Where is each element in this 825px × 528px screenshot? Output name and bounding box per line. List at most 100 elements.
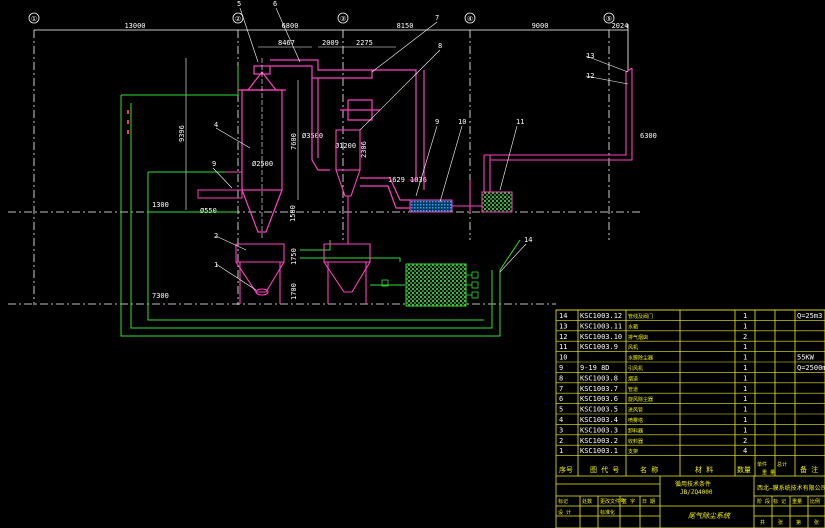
callout-5: 5: [237, 0, 241, 8]
bom-cell-qty: 1: [743, 322, 747, 330]
bom-cell-note: Q=2500m: [797, 364, 825, 372]
bom-cell-note: 55KW: [797, 354, 815, 362]
callout-6: 6: [273, 0, 277, 8]
bom-cell-code: KSC1003.1: [580, 447, 618, 455]
dim-7600: 7600: [290, 133, 298, 150]
dim-1300: 1300: [152, 201, 169, 209]
water-box: [481, 191, 513, 213]
bom-cell-no: 6: [559, 395, 563, 403]
bom-cell-code: KSC1003.5: [580, 406, 618, 414]
bom-cell-name: 引风机: [628, 365, 643, 372]
dim-2306: 2306: [360, 141, 368, 158]
bom-cell-name: 水箱: [628, 323, 638, 330]
bom-cell-no: 14: [559, 312, 567, 320]
dim-6800: 6800: [282, 22, 299, 30]
bom-cell-name: 风机: [628, 344, 638, 351]
bom-cell-no: 2: [559, 437, 563, 445]
bom-cell-name: 排气烟囱: [628, 334, 648, 341]
bom-cell-name: 管线及阀门: [628, 313, 653, 320]
grid-marker-2: ②: [235, 15, 241, 23]
dim-550: Ø550: [200, 207, 217, 215]
top-dimension-line: [34, 24, 629, 70]
bom-cell-name: 喷雾塔: [628, 417, 643, 424]
bom-cell-code: KSC1003.11: [580, 322, 622, 330]
title-sheet-3: 第: [796, 519, 801, 526]
grid-marker-4: ④: [467, 15, 473, 23]
dim-1700: 1700: [290, 283, 298, 300]
dim-9396: 9396: [178, 125, 186, 142]
cyclone: [335, 129, 361, 244]
bom-cell-no: 7: [559, 385, 563, 393]
title-row-label-5: 日 期: [642, 499, 655, 505]
callout-leaders: [212, 7, 629, 291]
callout-1: 1: [214, 261, 218, 269]
title-standard-1: 循用技术条件: [675, 480, 711, 488]
bom-cell-code: KSC1003.2: [580, 437, 618, 445]
bom-cell-no: 1: [559, 447, 563, 455]
callout-4: 4: [214, 121, 218, 129]
bom-cell-name: 进风管: [628, 407, 643, 414]
bom-cell-no: 5: [559, 406, 563, 414]
bom-header-no: 序号: [559, 465, 573, 474]
bom-cell-qty: 1: [743, 406, 747, 414]
bom-cell-name: 管道: [628, 386, 638, 393]
dim-1500: 1500: [289, 205, 297, 222]
title-row-label-1: 标记: [558, 498, 568, 505]
callout-12: 12: [586, 72, 594, 80]
bom-cell-code: KSC1003.7: [580, 385, 618, 393]
grid-marker-1: ①: [31, 15, 37, 23]
bom-cell-qty: 1: [743, 395, 747, 403]
bom-header-note: 备 注: [800, 465, 818, 474]
green-piping: [120, 66, 521, 337]
bom-cell-no: 13: [559, 322, 567, 330]
bom-cell-no: 3: [559, 426, 563, 434]
bom-cell-name: 卸料器: [628, 427, 643, 434]
collector-left: [235, 243, 285, 304]
callout-8: 8: [438, 42, 442, 50]
bom-cell-no: 9: [559, 364, 563, 372]
bom-cell-name: 支架: [628, 448, 638, 455]
callout-7: 7: [435, 14, 439, 22]
bom-cell-qty: 1: [743, 426, 747, 434]
bom-header-total: 总计: [777, 461, 787, 468]
collector-right: [323, 243, 371, 304]
bom-cell-code: KSC1003.6: [580, 395, 618, 403]
title-stage-3: 比例: [810, 498, 820, 505]
title-row-label-2: 处数: [582, 498, 592, 505]
dim-2024: 2024: [612, 22, 629, 30]
bom-cell-note: Q=25m3: [797, 312, 822, 320]
bom-cell-no: 11: [559, 343, 567, 351]
dim-2275: 2275: [356, 39, 373, 47]
title-row-label-4: 签 字: [622, 498, 635, 505]
dim-8467: 8467: [278, 39, 295, 47]
bom-cell-qty: 2: [743, 333, 747, 341]
callout-9: 9: [212, 160, 216, 168]
settling-tank: [405, 263, 467, 307]
bom-header-name: 名 称: [640, 465, 658, 474]
title-sheet-4: 张: [814, 519, 819, 526]
callout-14: 14: [524, 236, 532, 244]
bom-cell-no: 10: [559, 354, 567, 362]
dim-9000: 9000: [532, 22, 549, 30]
title-drawing-name: 尾气除尘系统: [688, 512, 731, 520]
title-sheet-1: 共: [760, 519, 765, 526]
dim-6300: 6300: [640, 132, 657, 140]
bom-cell-code: KSC1003.3: [580, 426, 618, 434]
callout-9b: 9: [435, 118, 439, 126]
scrubber-tank: [409, 199, 453, 213]
dim-2500: Ø2500: [252, 160, 273, 168]
bom-cell-qty: 1: [743, 364, 747, 372]
bom-cell-name: 收料器: [628, 438, 643, 445]
bom-header-code: 图 代 号: [590, 465, 619, 474]
duct-to-scrubber: [360, 100, 425, 209]
bom-cell-no: 12: [559, 333, 567, 341]
callout-11: 11: [516, 118, 524, 126]
bom-cell-no: 4: [559, 416, 563, 424]
dim-1036: 1036: [410, 176, 427, 184]
bom-row-lines: [556, 309, 825, 456]
bom-cell-name: 烟道: [628, 375, 638, 382]
dim-1200: Ø1200: [335, 142, 356, 150]
dim-2009: 2009: [322, 39, 339, 47]
bom-cell-qty: 1: [743, 374, 747, 382]
